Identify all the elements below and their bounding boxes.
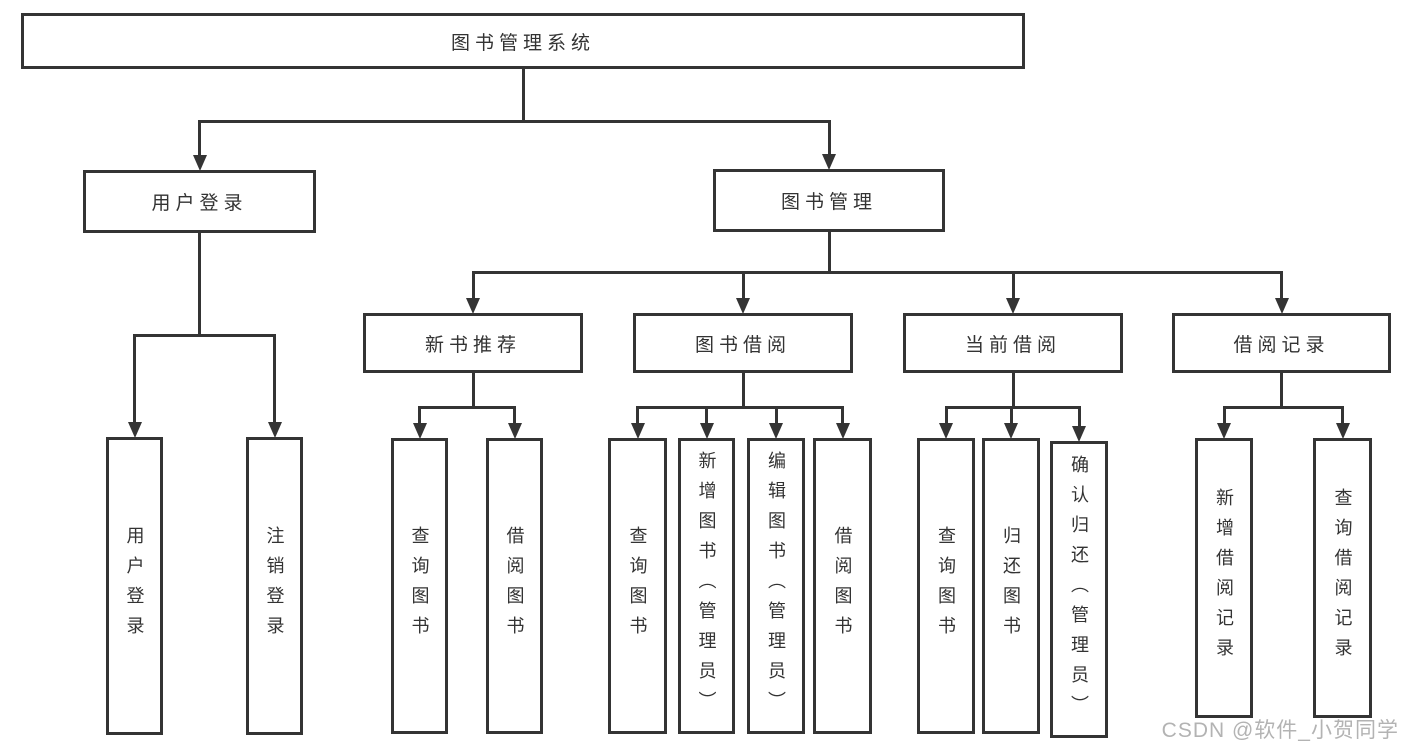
csdn-watermark: CSDN @软件_小贺同学 (1161, 719, 1399, 742)
node-book-management: 图书管理 (713, 169, 945, 232)
arrow-down-icon (267, 422, 282, 438)
connector-line (1011, 272, 1015, 303)
arrow-down-icon (736, 298, 750, 314)
connector-line (944, 407, 948, 428)
connector-line (636, 405, 844, 409)
arrow-down-icon (1217, 423, 1231, 439)
connector-line (198, 121, 201, 160)
arrow-down-icon (412, 423, 427, 439)
node-current-borrowing: 当前借阅 (903, 313, 1123, 373)
node-label: 图书管理系统 (450, 32, 595, 54)
connector-line (1222, 405, 1344, 409)
connector-line (1009, 407, 1013, 428)
node-borrowing-records: 借阅记录 (1172, 313, 1391, 373)
node-label: 用户登录 (124, 526, 145, 646)
connector-line (741, 373, 745, 407)
connector-line (741, 272, 745, 303)
arrow-down-icon (1335, 423, 1350, 439)
connector-line (513, 407, 516, 428)
node-label: 查询图书 (936, 526, 956, 646)
connector-line (198, 233, 201, 335)
arrow-down-icon (630, 423, 645, 439)
arrow-down-icon (835, 423, 850, 439)
arrow-down-icon (1072, 426, 1086, 442)
connector-line (827, 232, 831, 272)
arrow-down-icon (507, 423, 522, 439)
connector-line (1077, 407, 1081, 431)
connector-line (471, 272, 475, 303)
node-add-borrowing-record: 新增借阅记录 (1195, 438, 1253, 718)
node-confirm-return-admin: 确认归还（管理员） (1050, 441, 1108, 738)
node-label: 图书管理 (780, 192, 877, 213)
connector-line (1280, 272, 1283, 303)
node-label: 编辑图书（管理员） (766, 451, 786, 721)
node-label: 新增图书（管理员） (696, 451, 717, 721)
node-label: 查询借阅记录 (1332, 488, 1353, 668)
node-label: 当前借阅 (964, 334, 1061, 356)
connector-line (198, 119, 831, 123)
node-library-management-system: 图书管理系统 (21, 13, 1025, 69)
connector-line (1222, 407, 1226, 428)
connector-line (944, 405, 1081, 409)
connector-line (774, 407, 778, 428)
node-borrow-books-recommend: 借阅图书 (486, 438, 543, 734)
connector-line (827, 121, 831, 159)
arrow-down-icon (699, 423, 714, 439)
arrow-down-icon (822, 154, 836, 170)
node-add-books-admin: 新增图书（管理员） (678, 438, 735, 734)
connector-line (471, 373, 475, 407)
node-label: 查询图书 (627, 526, 648, 646)
connector-line (273, 335, 276, 427)
node-query-borrowing-record: 查询借阅记录 (1313, 438, 1372, 718)
connector-line (133, 333, 276, 337)
node-query-books-current: 查询图书 (917, 438, 975, 734)
connector-line (133, 335, 136, 427)
node-label: 借阅记录 (1233, 334, 1330, 356)
connector-line (841, 407, 844, 428)
arrow-down-icon (939, 423, 953, 439)
node-label: 归还图书 (1001, 526, 1021, 646)
node-label: 确认归还（管理员） (1069, 454, 1089, 725)
connector-line (521, 69, 525, 121)
node-label: 新增借阅记录 (1214, 488, 1234, 668)
node-query-books-recommend: 查询图书 (391, 438, 448, 734)
connector-line (418, 405, 516, 409)
arrow-down-icon (769, 423, 783, 439)
node-label: 用户登录 (151, 193, 248, 214)
node-label: 注销登录 (264, 526, 285, 646)
node-borrow-books-borrowing: 借阅图书 (813, 438, 872, 734)
node-label: 借阅图书 (504, 526, 525, 646)
node-query-books-borrowing: 查询图书 (608, 438, 667, 734)
connector-line (418, 407, 421, 428)
connector-line (471, 270, 1283, 274)
arrow-down-icon (127, 422, 142, 438)
connector-line (705, 407, 708, 428)
arrow-down-icon (1274, 298, 1289, 314)
node-return-books: 归还图书 (982, 438, 1040, 734)
node-user-login-action: 用户登录 (106, 437, 163, 735)
node-edit-books-admin: 编辑图书（管理员） (747, 438, 805, 734)
arrow-down-icon (192, 155, 207, 171)
node-label: 图书借阅 (694, 334, 791, 356)
node-label: 查询图书 (409, 526, 430, 646)
node-label: 借阅图书 (832, 526, 853, 646)
arrow-down-icon (1004, 423, 1018, 439)
connector-line (636, 407, 639, 428)
connector-line (1280, 373, 1283, 407)
connector-line (1011, 373, 1015, 407)
arrow-down-icon (466, 298, 480, 314)
node-book-borrowing: 图书借阅 (633, 313, 853, 373)
connector-line (1341, 407, 1344, 428)
node-label: 新书推荐 (424, 334, 521, 356)
arrow-down-icon (1006, 298, 1020, 314)
node-logout: 注销登录 (246, 437, 303, 735)
node-new-book-recommendation: 新书推荐 (363, 313, 583, 373)
node-user-login: 用户登录 (83, 170, 316, 233)
